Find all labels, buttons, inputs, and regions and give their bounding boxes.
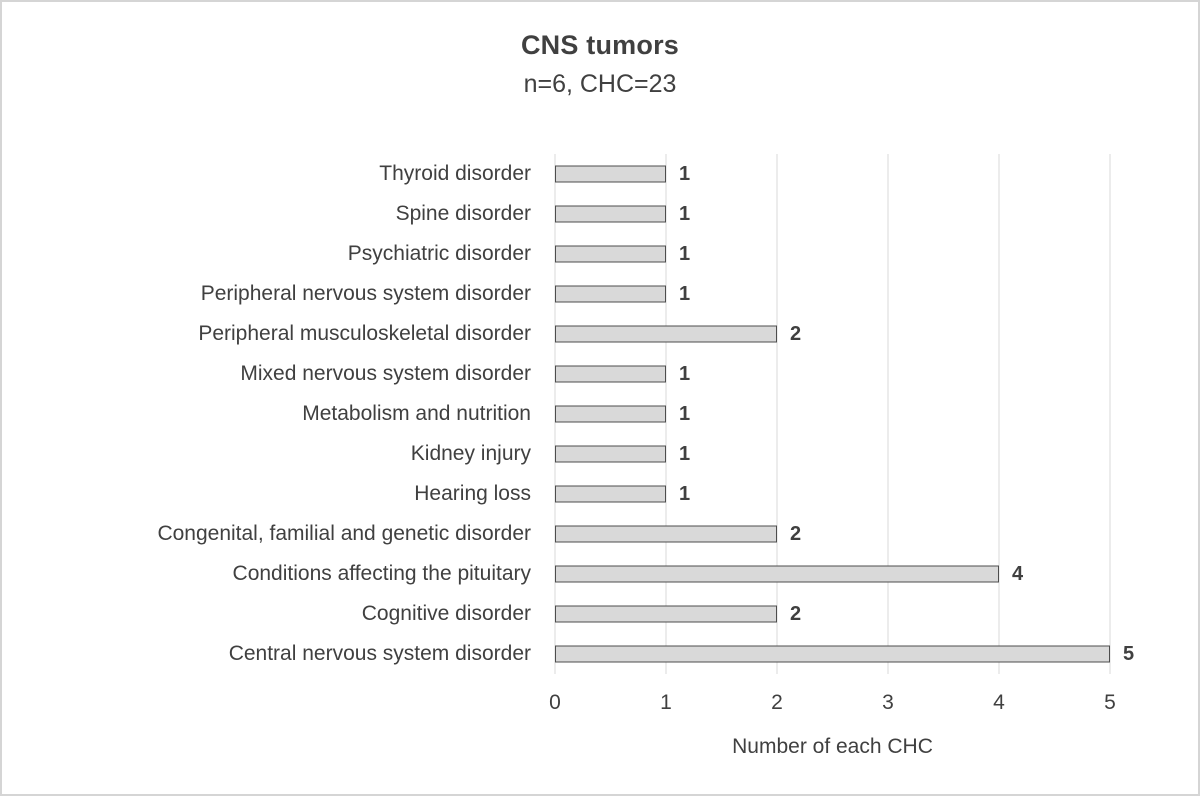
bar-row: 4: [555, 554, 1110, 594]
category-label: Hearing loss: [414, 482, 531, 505]
bar: [555, 325, 777, 343]
category-label: Thyroid disorder: [379, 162, 531, 185]
data-label: 1: [679, 443, 691, 465]
category-label: Mixed nervous system disorder: [240, 362, 531, 385]
chart-title: CNS tumors: [520, 30, 679, 60]
x-tick-label: 5: [1104, 691, 1116, 714]
bar-row: 1: [555, 394, 1110, 434]
x-tick-label: 4: [993, 691, 1005, 714]
category-label: Peripheral musculoskeletal disorder: [198, 322, 531, 345]
data-label: 1: [679, 203, 691, 225]
category-label: Psychiatric disorder: [347, 242, 531, 265]
x-tick-label: 0: [549, 691, 561, 714]
category-label: Peripheral nervous system disorder: [200, 282, 531, 305]
data-label: 2: [790, 523, 802, 545]
bar-row: 1: [555, 274, 1110, 314]
data-label: 1: [679, 483, 691, 505]
data-label: 2: [790, 323, 802, 345]
bar: [555, 405, 666, 423]
bar: [555, 205, 666, 223]
bar-row: 1: [555, 434, 1110, 474]
bar: [555, 605, 777, 623]
bar-row: 2: [555, 514, 1110, 554]
data-label: 4: [1012, 563, 1024, 585]
bar: [555, 165, 666, 183]
data-label: 5: [1123, 643, 1135, 665]
gridline: [887, 154, 889, 674]
bar-row: 2: [555, 594, 1110, 634]
category-label: Central nervous system disorder: [228, 642, 531, 665]
data-label: 2: [790, 603, 802, 625]
gridline: [1109, 154, 1111, 674]
bar-rows: 1 1 1 1 2 1 1 1 1 2 4 2 5: [555, 154, 1134, 674]
bar: [555, 245, 666, 263]
data-label: 1: [679, 163, 691, 185]
bar: [555, 445, 666, 463]
category-label: Spine disorder: [395, 202, 531, 225]
gridline: [776, 154, 778, 674]
category-label: Congenital, familial and genetic disorde…: [157, 522, 531, 545]
category-label: Kidney injury: [410, 442, 531, 465]
bar-row: 1: [555, 354, 1110, 394]
category-label: Metabolism and nutrition: [302, 402, 531, 425]
category-label: Conditions affecting the pituitary: [232, 562, 531, 585]
bar-row: 5: [555, 634, 1134, 674]
bar: [555, 285, 666, 303]
data-label: 1: [679, 283, 691, 305]
data-label: 1: [679, 243, 691, 265]
bar: [555, 485, 666, 503]
bar: [555, 525, 777, 543]
x-tick-label: 1: [660, 691, 672, 714]
bar: [555, 565, 999, 583]
bar-row: 1: [555, 474, 1110, 514]
bar: [555, 645, 1110, 663]
data-label: 1: [679, 363, 691, 385]
x-tick-label: 2: [771, 691, 783, 714]
plot-area: 1 1 1 1 2 1 1 1 1 2 4 2 5: [554, 154, 1134, 674]
category-label: Cognitive disorder: [361, 602, 531, 625]
bar-row: 2: [555, 314, 1110, 354]
bar: [555, 365, 666, 383]
x-axis-ticks: 0 1 2 3 4 5: [549, 690, 1116, 716]
gridline: [665, 154, 667, 674]
bar-row: 1: [555, 194, 1110, 234]
x-axis-title: Number of each CHC: [732, 735, 933, 758]
bar-row: 1: [555, 234, 1110, 274]
x-tick-label: 3: [882, 691, 894, 714]
chart-subtitle: n=6, CHC=23: [523, 70, 677, 98]
gridline: [998, 154, 1000, 674]
bar-row: 1: [555, 154, 1110, 194]
data-label: 1: [679, 403, 691, 425]
